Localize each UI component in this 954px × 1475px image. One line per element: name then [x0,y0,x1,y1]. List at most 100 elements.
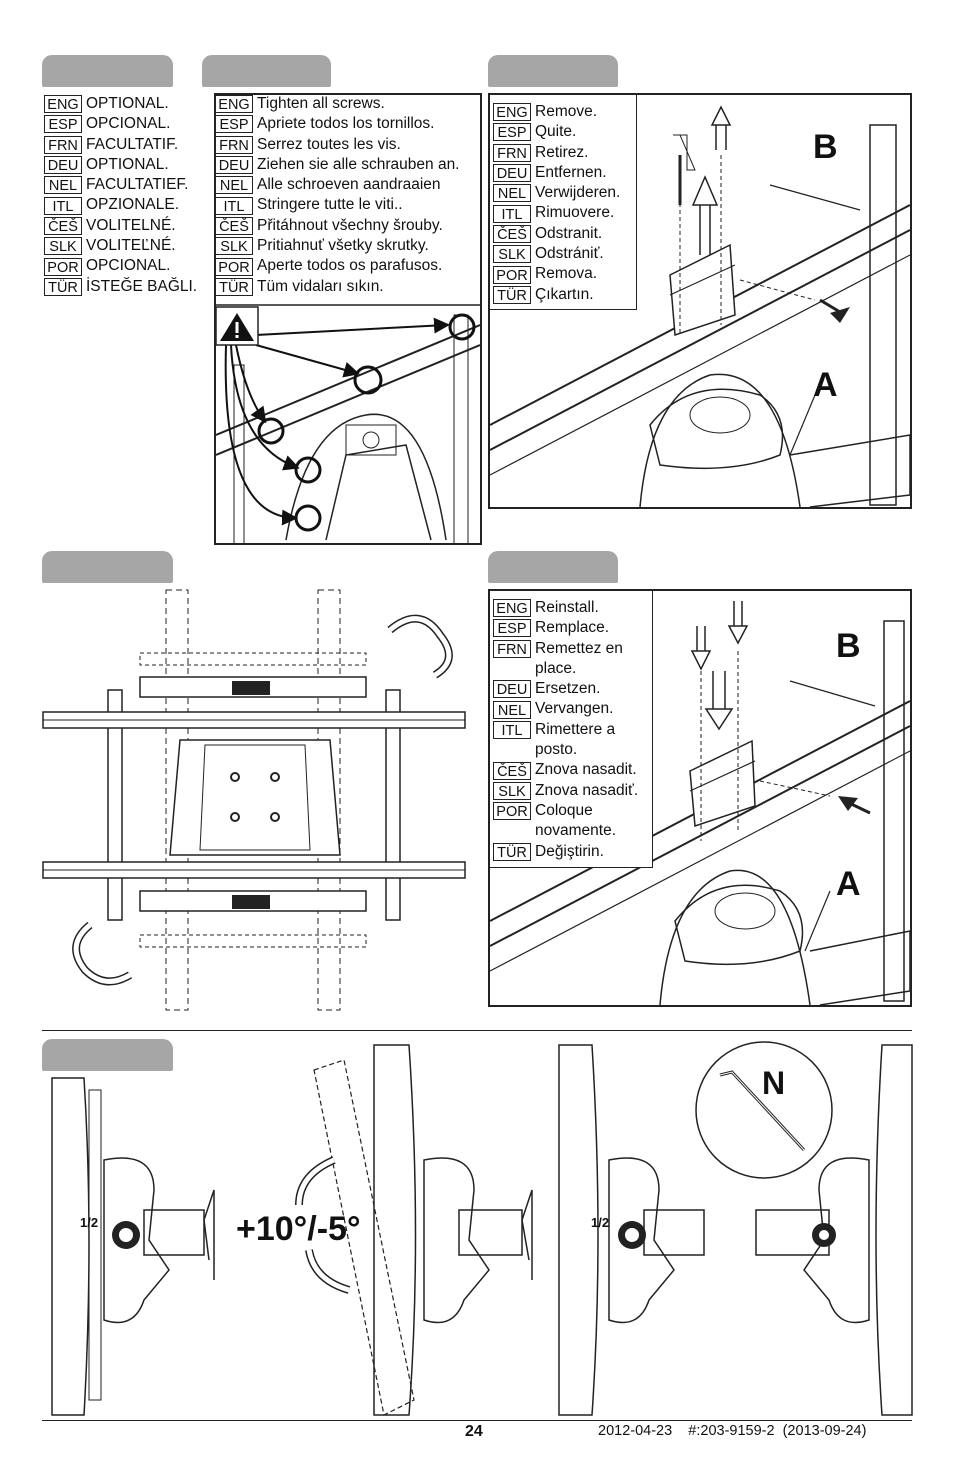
hex-key-callout [695,1041,833,1179]
step-tab-tighten [202,55,331,87]
instruction-text: İSTEĞE BAĞLI. [86,277,198,295]
language-code: SLK [215,237,253,256]
language-code: FRN [44,135,82,154]
section-divider [42,1030,912,1031]
label-b-top: B [813,128,838,166]
language-code: ČEŠ [493,224,531,243]
language-row: place. [493,659,638,679]
instruction-text: Quite. [535,123,577,141]
language-code: FRN [493,639,531,658]
instruction-text: Stringere tutte le viti.. [257,196,403,214]
language-code: SLK [493,245,531,264]
remove-text-box [490,95,637,310]
instruction-text: Entfernen. [535,163,607,181]
footer-divider [42,1420,912,1421]
language-code: POR [493,802,531,821]
language-code: ESP [215,115,253,134]
language-code: ITL [493,720,531,739]
label-a-mid: A [836,865,861,903]
language-code: ENG [44,95,82,114]
instruction-text: FACULTATIF. [86,135,179,153]
tilt-range-label: +10°/-5° [236,1210,361,1248]
instruction-text: OPZIONALE. [86,196,180,214]
step-tab-remove [488,55,618,87]
language-code: DEU [493,164,531,183]
instruction-text: novamente. [535,822,616,840]
language-code: FRN [493,143,531,162]
language-code: DEU [493,680,531,699]
instruction-text: OPTIONAL. [86,155,169,173]
instruction-text: Ersetzen. [535,680,601,698]
language-code: NEL [215,176,253,195]
tilt-illustration [44,1040,924,1420]
half-turn-label-left: 1/2 [80,1215,99,1230]
instruction-text: Vervangen. [535,700,614,718]
instruction-text: Coloque [535,801,593,819]
tighten-panel [214,93,482,545]
language-code: POR [44,257,82,276]
instruction-text: VOLITEĽNÉ. [86,237,176,255]
instruction-text: Alle schroeven aandraaien [257,176,441,194]
language-code: TÜR [493,285,531,304]
instruction-text: Retirez. [535,143,589,161]
instruction-text: Tüm vidaları sıkın. [257,277,384,295]
instruction-text: Aperte todos os parafusos. [257,257,443,275]
instruction-text: OPCIONAL. [86,257,171,275]
instruction-text: Odstrániť. [535,245,604,263]
language-code: ENG [215,95,253,114]
language-code: ITL [215,196,253,215]
instruction-text: Apriete todos los tornillos. [257,115,435,133]
language-code: SLK [493,781,531,800]
instruction-text: posto. [535,741,578,759]
instruction-text: Verwijderen. [535,184,621,202]
language-code: ITL [493,204,531,223]
half-turn-label-right: 1/2 [591,1215,610,1230]
instruction-text: Değiştirin. [535,842,604,860]
instruction-text: Přitáhnout všechny šrouby. [257,216,443,234]
language-code: ČEŠ [44,216,82,235]
language-code: ČEŠ [215,216,253,235]
language-code: DEU [215,156,253,175]
step-tab-optional [42,55,173,87]
instruction-text: Rimuovere. [535,204,615,222]
label-b-mid: B [836,627,861,665]
instruction-text: Remova. [535,265,598,283]
label-n-tool: N [762,1065,786,1101]
instruction-text: Remettez en [535,639,623,657]
language-code: NEL [493,700,531,719]
instruction-text: FACULTATIEF. [86,176,189,194]
instruction-text: Remove. [535,103,598,120]
step-tab-reinstall [488,551,618,583]
instruction-text: Reinstall. [535,599,599,616]
instruction-text: place. [535,659,577,677]
instruction-text: Odstranit. [535,224,603,242]
